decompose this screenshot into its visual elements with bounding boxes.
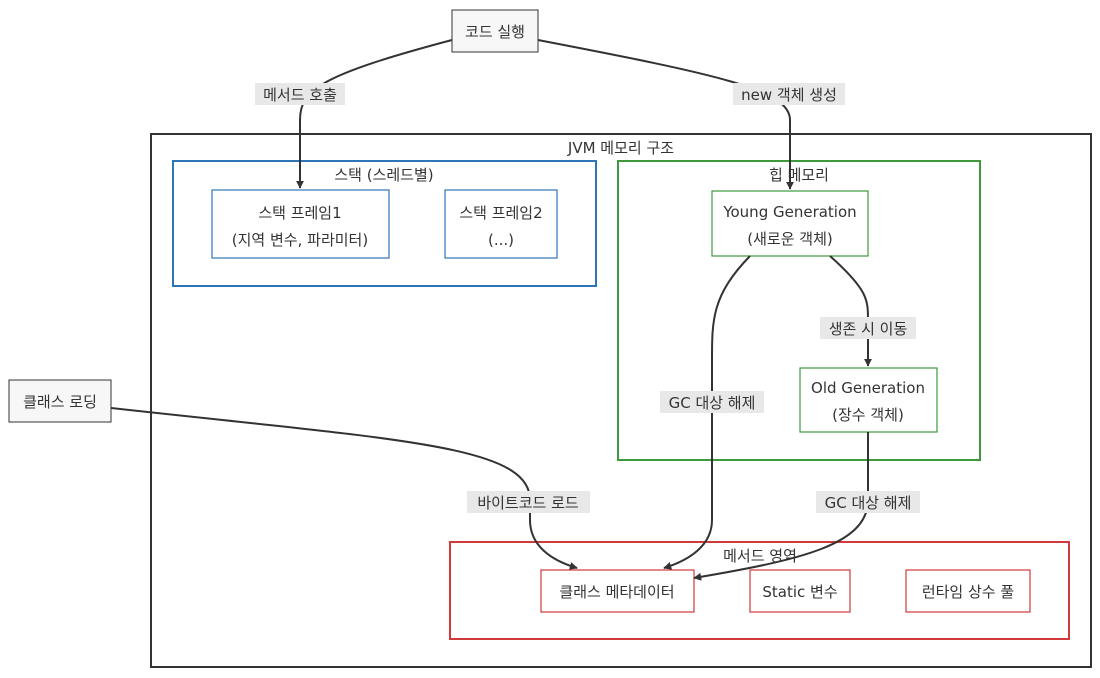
- edge-label-new-object: new 객체 생성: [733, 83, 845, 105]
- heap-cluster-title: 힙 메모리: [769, 166, 829, 184]
- class-metadata-label: 클래스 메타데이터: [559, 583, 674, 601]
- jvm-cluster-title: JVM 메모리 구조: [567, 139, 674, 157]
- jvm-cluster-border: [150, 133, 1092, 668]
- runtime-constant-pool-label: 런타임 상수 풀: [922, 583, 1014, 601]
- heap-cluster: 힙 메모리: [617, 160, 981, 461]
- runtime-constant-pool-node[interactable]: 런타임 상수 풀: [905, 569, 1031, 613]
- stack-frame-1-label: 스택 프레임1: [258, 204, 341, 222]
- stack-frame-2-label: 스택 프레임2: [459, 204, 542, 222]
- stack-frame-1-desc: (지역 변수, 파라미터): [232, 231, 368, 249]
- svg-text:new 객체 생성: new 객체 생성: [741, 86, 837, 104]
- class-metadata-node[interactable]: 클래스 메타데이터: [540, 569, 695, 613]
- edge-gc-young: [663, 255, 751, 570]
- svg-text:바이트코드 로드: 바이트코드 로드: [477, 494, 579, 512]
- old-generation-node[interactable]: Old Generation (장수 객체): [799, 367, 938, 433]
- heap-cluster-border: [617, 160, 981, 461]
- jvm-cluster: JVM 메모리 구조: [150, 133, 1092, 668]
- svg-text:메서드 호출: 메서드 호출: [263, 86, 337, 104]
- static-variables-label: Static 변수: [762, 583, 837, 601]
- stack-cluster: 스택 (스레드별): [172, 160, 597, 287]
- code-execution-label: 코드 실행: [465, 23, 525, 41]
- edge-label-gc-old: GC 대상 해제: [816, 491, 920, 513]
- young-generation-desc: (새로운 객체): [747, 230, 832, 248]
- class-loading-label: 클래스 로딩: [23, 393, 97, 411]
- svg-text:GC 대상 해제: GC 대상 해제: [825, 494, 912, 512]
- young-generation-node[interactable]: Young Generation (새로운 객체): [711, 190, 869, 257]
- edge-label-bytecode-load: 바이트코드 로드: [467, 491, 590, 513]
- edge-label-gc-young: GC 대상 해제: [660, 391, 764, 413]
- method-area-cluster-title: 메서드 영역: [723, 547, 797, 565]
- stack-frame-2-desc: (...): [488, 231, 514, 249]
- edge-label-survive-move: 생존 시 이동: [820, 317, 916, 339]
- edge-new-object: [537, 39, 794, 190]
- stack-frame-2-node[interactable]: 스택 프레임2 (...): [444, 189, 558, 259]
- class-loading-node[interactable]: 클래스 로딩: [8, 379, 112, 423]
- method-area-cluster-border: [449, 541, 1070, 640]
- svg-text:GC 대상 해제: GC 대상 해제: [669, 394, 756, 412]
- edge-bytecode-load: [110, 407, 578, 570]
- edge-survive-move: [829, 255, 872, 367]
- stack-cluster-title: 스택 (스레드별): [334, 166, 433, 184]
- stack-frame-1-node[interactable]: 스택 프레임1 (지역 변수, 파라미터): [211, 189, 390, 259]
- code-execution-node[interactable]: 코드 실행: [451, 9, 539, 53]
- static-variables-node[interactable]: Static 변수: [749, 569, 851, 613]
- method-area-cluster: 메서드 영역: [449, 541, 1070, 640]
- stack-cluster-border: [172, 160, 597, 287]
- edge-label-method-call: 메서드 호출: [255, 83, 345, 105]
- old-generation-label: Old Generation: [811, 379, 925, 397]
- old-generation-desc: (장수 객체): [832, 406, 904, 424]
- svg-text:생존 시 이동: 생존 시 이동: [829, 320, 908, 338]
- young-generation-label: Young Generation: [722, 203, 856, 221]
